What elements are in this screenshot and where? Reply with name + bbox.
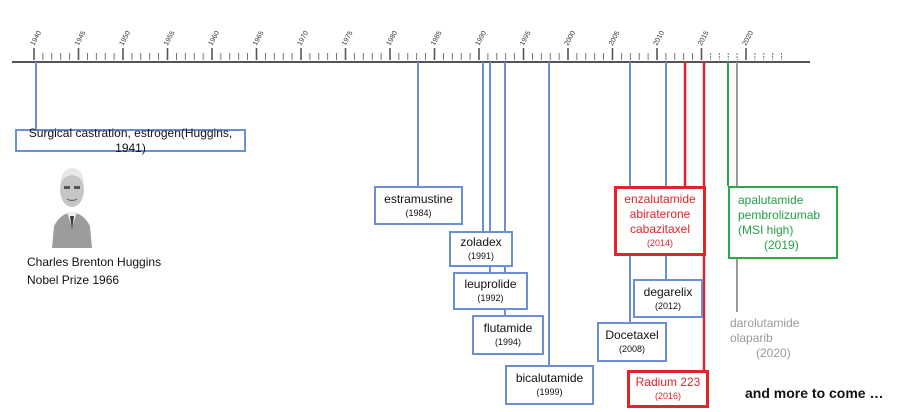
huggins-portrait <box>50 156 94 248</box>
milestone-year: (1999) <box>536 387 563 397</box>
tick-label: 1945 <box>74 30 88 47</box>
milestone-name: zoladex <box>460 235 502 249</box>
tick-label: 1940 <box>30 30 44 47</box>
tick-label: 2010 <box>653 30 667 47</box>
milestone-darolutamide: darolutamide olaparib (2020) <box>730 312 826 364</box>
milestone-leuprolide: leuprolide (1992) <box>453 272 528 310</box>
drug-line: enzalutamide <box>624 192 696 206</box>
timeline-ticks: 1940 1945 1950 1955 1960 1965 1970 1975 1980 1985… <box>30 30 782 60</box>
tick-label: 1960 <box>208 30 222 47</box>
milestone-name: estramustine <box>384 191 453 206</box>
milestone-estramustine: estramustine (1984) <box>374 186 463 225</box>
milestone-docetaxel: Docetaxel (2008) <box>597 322 667 362</box>
tick-label: 1970 <box>297 30 311 47</box>
tick-label: 1985 <box>430 30 444 47</box>
milestone-year: (2012) <box>654 300 681 311</box>
tick-label: 1980 <box>386 30 400 47</box>
milestone-year: (1991) <box>467 251 494 261</box>
milestone-enzalutamide: enzalutamide abiraterone cabazitaxel (20… <box>614 186 706 256</box>
milestone-name: Radium 223 <box>635 375 701 389</box>
drug-line: abiraterone <box>629 207 691 221</box>
drug-line: cabazitaxel <box>629 222 691 236</box>
milestone-year: (1992) <box>477 293 504 303</box>
milestone-year: (1994) <box>494 337 521 347</box>
milestone-bicalutamide: bicalutamide (1999) <box>505 365 594 405</box>
more-to-come-note: and more to come … <box>745 385 884 401</box>
milestone-apalutamide: apalutamide pembrolizumab (MSI high) (20… <box>728 186 838 259</box>
milestone-name: degarelix <box>643 284 693 299</box>
caption-name: Charles Brenton Huggins <box>27 255 162 269</box>
milestone-year: (2016) <box>654 391 681 401</box>
drug-line: (MSI high) <box>738 222 794 237</box>
milestone-label: Surgical castration, estrogen(Huggins, 1… <box>28 125 233 155</box>
milestone-zoladex: zoladex (1991) <box>449 231 513 267</box>
tick-label: 1955 <box>163 30 177 47</box>
tick-label: 2005 <box>608 30 622 47</box>
milestone-year: (2008) <box>618 344 645 354</box>
milestone-year: (2020) <box>756 345 791 360</box>
milestone-flutamide: flutamide (1994) <box>472 315 544 355</box>
milestone-radium: Radium 223 (2016) <box>627 370 709 408</box>
tick-label: 2015 <box>697 30 711 47</box>
tick-label: 1990 <box>475 30 489 47</box>
tick-label: 1950 <box>119 30 133 47</box>
milestone-year: (2019) <box>764 237 799 252</box>
milestone-year: (1984) <box>405 207 432 218</box>
tick-label: 1995 <box>519 30 533 47</box>
milestone-year: (2014) <box>646 238 673 248</box>
tick-label: 2000 <box>564 30 578 47</box>
milestone-degarelix: degarelix (2012) <box>633 279 703 318</box>
caption-prize: Nobel Prize 1966 <box>27 273 120 287</box>
milestone-huggins: Surgical castration, estrogen(Huggins, 1… <box>15 126 246 155</box>
tick-label: 1965 <box>252 30 266 47</box>
milestone-name: bicalutamide <box>515 371 584 385</box>
milestone-name: leuprolide <box>464 277 517 291</box>
milestone-name: Docetaxel <box>605 328 659 342</box>
drug-line: apalutamide <box>738 192 804 207</box>
portrait-caption: Charles Brenton Huggins Nobel Prize 1966 <box>27 253 161 289</box>
milestone-name: flutamide <box>483 321 533 335</box>
tick-label: 2020 <box>742 30 756 47</box>
tick-label: 1975 <box>341 30 355 47</box>
drug-line: darolutamide <box>730 315 800 330</box>
drug-line: olaparib <box>730 330 773 345</box>
drug-line: pembrolizumab <box>738 207 821 222</box>
